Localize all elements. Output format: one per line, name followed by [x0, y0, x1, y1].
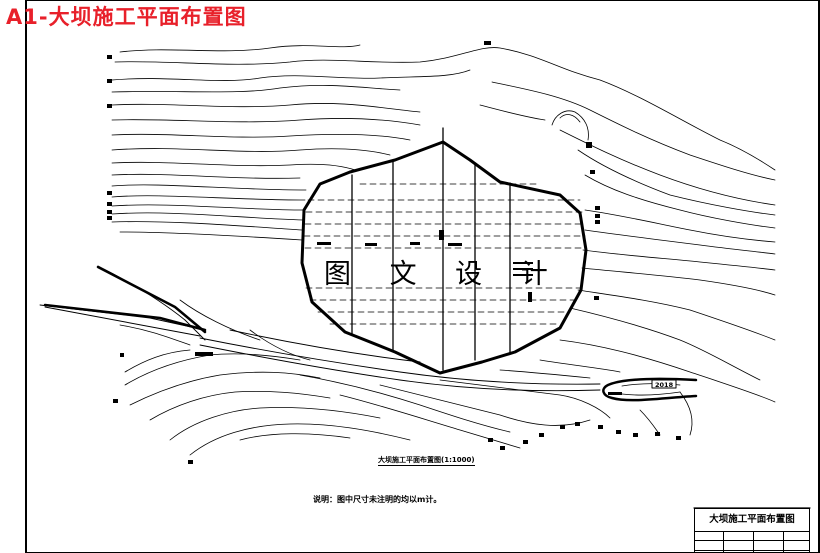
title-block-title: 大坝施工平面布置图	[695, 509, 809, 532]
contour-markers	[107, 41, 681, 464]
watermark-text: 图 文 设 计	[324, 259, 563, 290]
dam-site-outline	[300, 140, 588, 375]
title-block-divider	[723, 531, 724, 553]
svg-text:2018: 2018	[655, 381, 674, 389]
drawing-border	[25, 0, 820, 553]
elevation-label-2018: 2018	[651, 379, 677, 389]
title-block-row	[695, 541, 809, 551]
cofferdam-right	[602, 377, 698, 402]
title-block-divider	[753, 531, 754, 553]
plan-caption: 大坝施工平面布置图(1:1000)	[378, 456, 475, 466]
contour-lines	[111, 44, 776, 456]
title-block: 大坝施工平面布置图	[694, 508, 810, 553]
cofferdam-left	[43, 265, 207, 337]
drawing-note: 说明：图中尺寸未注明的均以m计。	[313, 495, 442, 504]
title-block-row	[695, 531, 809, 541]
dashed-grid-lines	[303, 183, 586, 325]
page-title: A1-大坝施工平面布置图	[6, 5, 247, 29]
title-block-divider	[783, 531, 784, 553]
